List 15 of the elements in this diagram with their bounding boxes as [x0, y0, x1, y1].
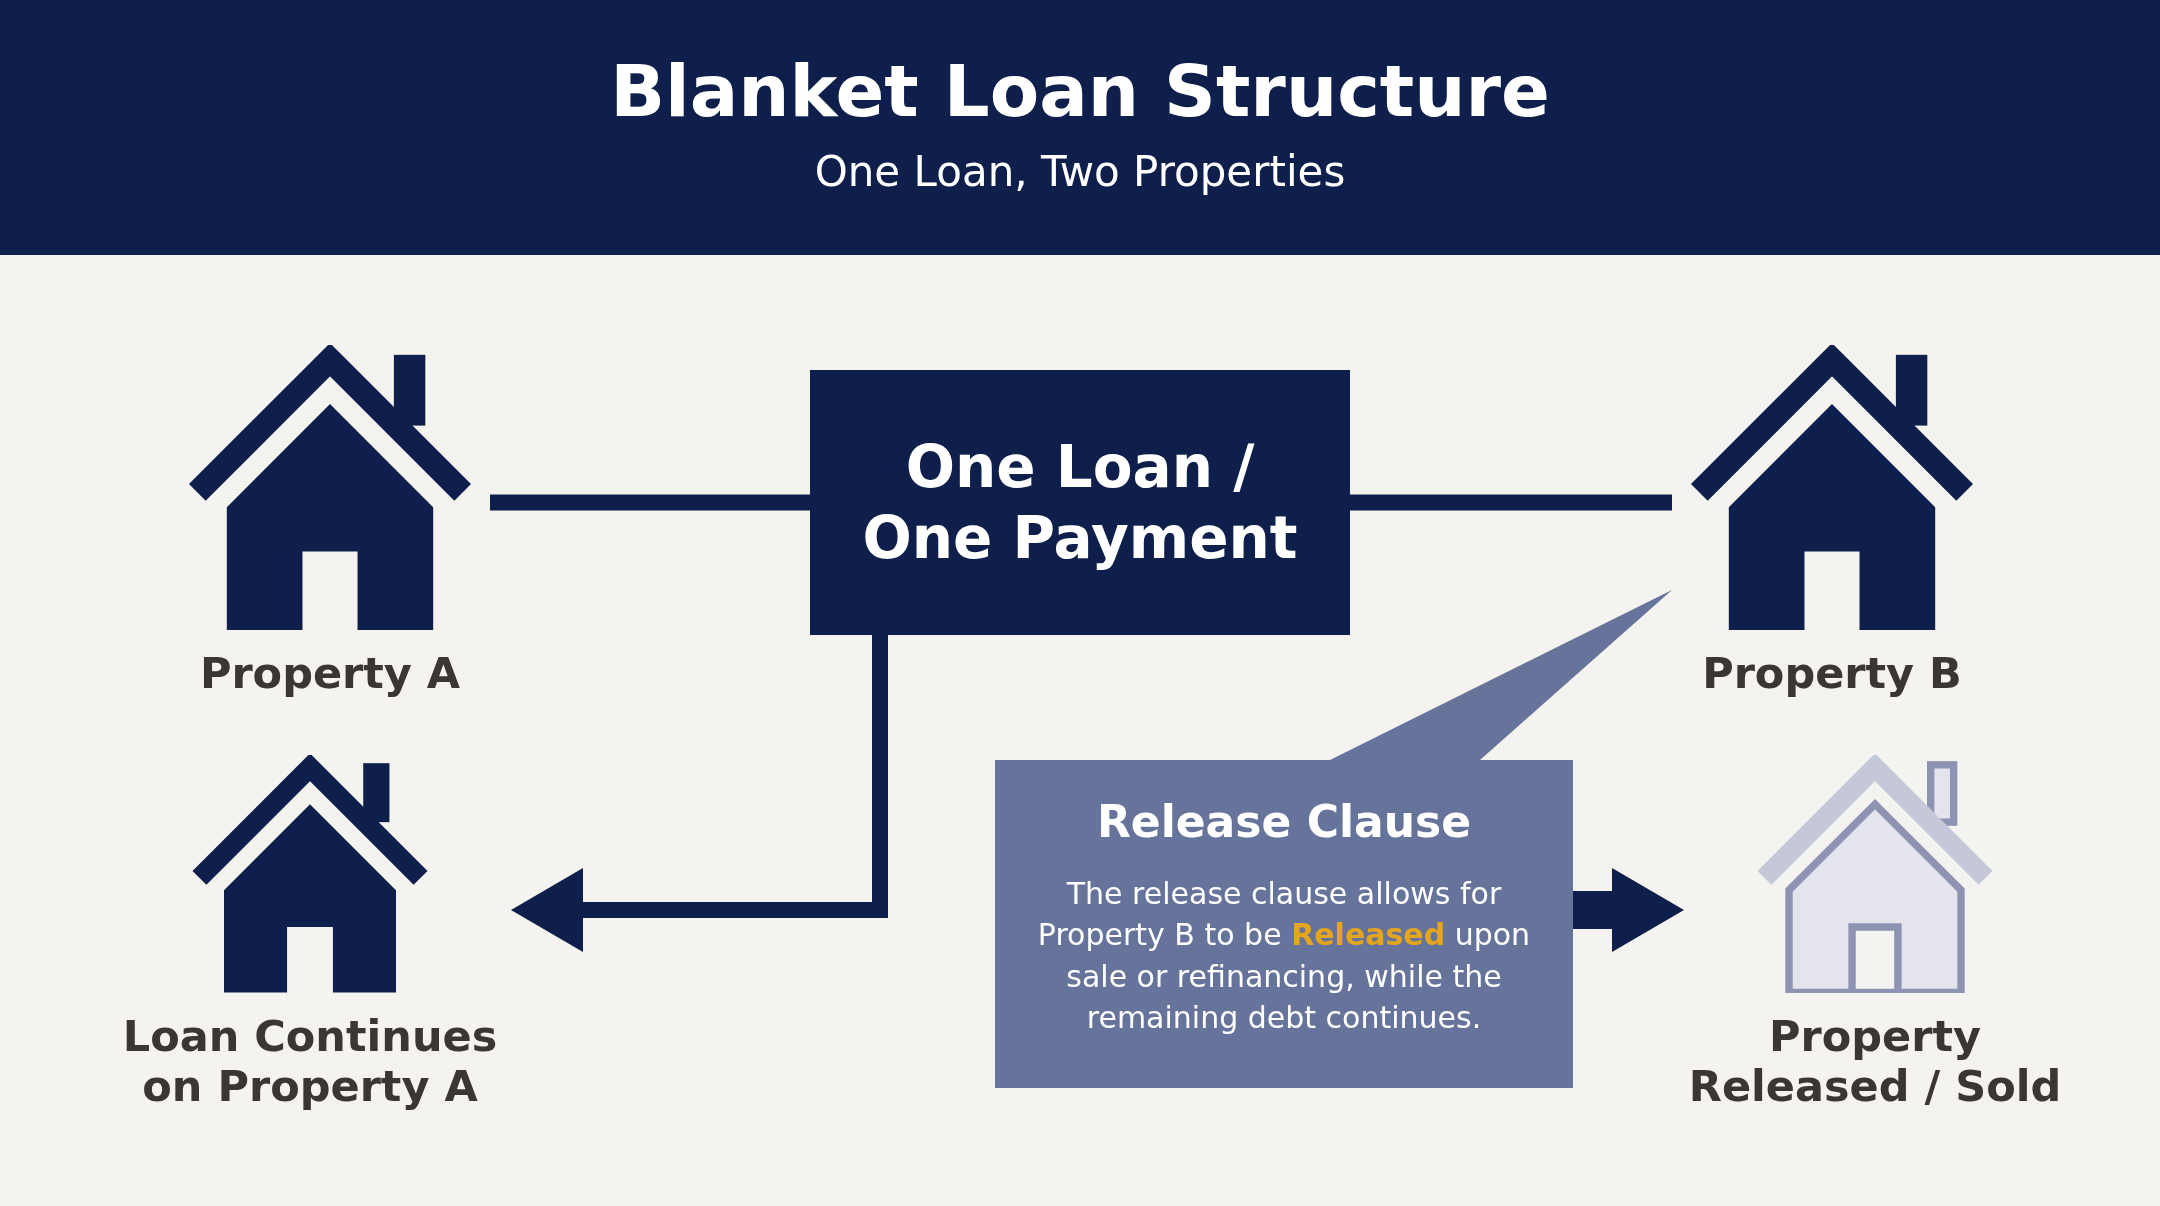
loan-box — [810, 370, 1350, 635]
box-title: One Loan / One Payment — [861, 431, 1299, 574]
property-label: Loan Continues on Property A — [121, 1010, 499, 1112]
connector-line — [1350, 494, 1672, 511]
callout-text: The release clause allows for Property B to be Released upon sale or refinancing, while the remaining debt continues. — [1036, 875, 1532, 1038]
callout-pointer — [1330, 590, 1672, 760]
connector-line — [490, 494, 810, 511]
title: Blanket Loan Structure — [610, 49, 1550, 133]
property-label: Property A — [199, 648, 461, 699]
arrow — [511, 635, 888, 952]
callout-heading: Release Clause — [1096, 796, 1472, 847]
property-label: Property B — [1702, 648, 1962, 699]
arrow — [1573, 868, 1684, 952]
property-label: Property Released / Sold — [1687, 1010, 2063, 1112]
subtitle: One Loan, Two Properties — [814, 147, 1346, 196]
